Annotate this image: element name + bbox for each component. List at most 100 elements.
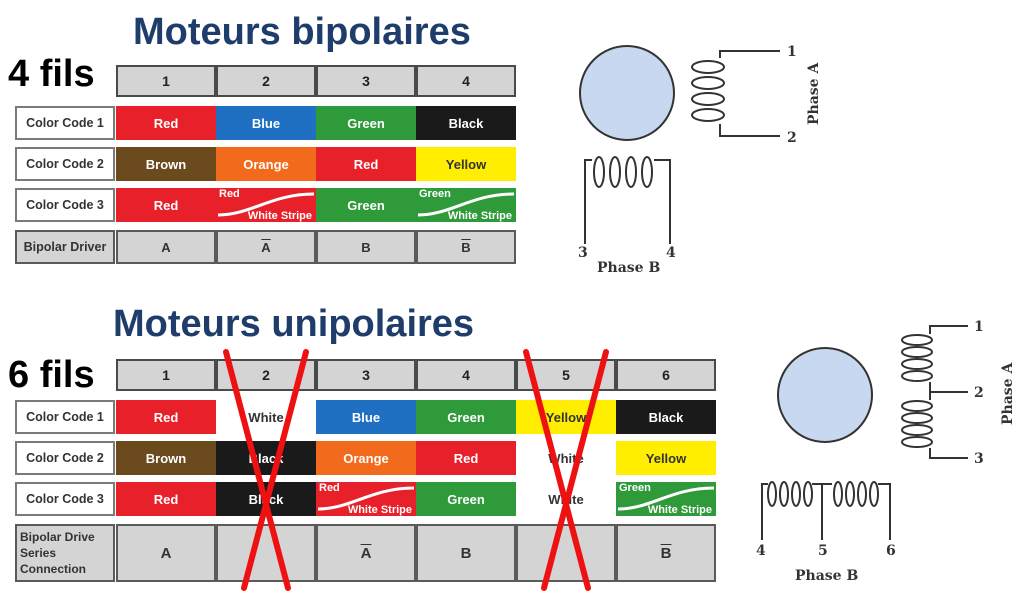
unipolar-color-cell: Green bbox=[416, 482, 516, 516]
unipolar-terminal-6: 6 bbox=[886, 543, 896, 559]
color-name: Black bbox=[648, 409, 684, 425]
bipolar-color-cell: Black bbox=[416, 106, 516, 140]
bipolar-row-label: Color Code 1 bbox=[15, 106, 115, 140]
unipolar-header-3: 3 bbox=[316, 359, 416, 391]
unipolar-header-6: 6 bbox=[616, 359, 716, 391]
unipolar-driver-cell: B bbox=[416, 524, 516, 582]
unipolar-row-label: Color Code 1 bbox=[15, 400, 115, 434]
unipolar-rotor bbox=[777, 347, 873, 443]
unipolar-driver-cell: A bbox=[316, 524, 416, 582]
color-name: Green bbox=[447, 491, 485, 507]
color-name: Blue bbox=[351, 409, 381, 425]
unipolar-row-label: Color Code 3 bbox=[15, 482, 115, 516]
bipolar-driver-cell: A bbox=[116, 230, 216, 264]
unipolar-color-cell: Orange bbox=[316, 441, 416, 475]
stripe-base-color-label: Green bbox=[419, 188, 451, 200]
stripe-label: White Stripe bbox=[447, 210, 512, 222]
white-stripe-icon bbox=[217, 192, 315, 217]
unipolar-phase-a-coil bbox=[901, 325, 968, 459]
bipolar-phase-b-coil bbox=[584, 156, 671, 244]
bipolar-color-cell: Blue bbox=[216, 106, 316, 140]
bipolar-terminal-1: 1 bbox=[787, 44, 797, 60]
color-name: Red bbox=[153, 491, 179, 507]
bipolar-phase-a-label: Phase A bbox=[806, 62, 822, 125]
unipolar-driver-cell bbox=[216, 524, 316, 582]
bipolar-color-cell: Red bbox=[116, 188, 216, 222]
bipolar-wires-label: 4 fils bbox=[8, 53, 95, 95]
unipolar-terminal-1: 1 bbox=[974, 319, 984, 335]
bipolar-driver-cell: A bbox=[216, 230, 316, 264]
color-name: Yellow bbox=[545, 409, 587, 425]
driver-terminal: A bbox=[161, 239, 171, 255]
white-stripe-icon bbox=[617, 486, 715, 511]
bipolar-color-cell: Yellow bbox=[416, 147, 516, 181]
bipolar-driver-label: Bipolar Driver bbox=[15, 230, 115, 264]
bipolar-header-3: 3 bbox=[316, 65, 416, 97]
unipolar-driver-cell: B bbox=[616, 524, 716, 582]
unipolar-terminal-3: 3 bbox=[974, 451, 984, 467]
unipolar-color-cell: Red bbox=[116, 482, 216, 516]
bipolar-header-1: 1 bbox=[116, 65, 216, 97]
color-name: Yellow bbox=[645, 450, 687, 466]
bipolar-phase-b-label: Phase B bbox=[597, 260, 660, 276]
unipolar-driver-cell: A bbox=[116, 524, 216, 582]
bipolar-color-cell: Green bbox=[316, 106, 416, 140]
unipolar-row-label: Color Code 2 bbox=[15, 441, 115, 475]
color-name: Green bbox=[447, 409, 485, 425]
color-name: Red bbox=[453, 450, 479, 466]
bipolar-color-cell: Red bbox=[116, 106, 216, 140]
driver-terminal: B bbox=[460, 544, 472, 562]
red-cross-icon bbox=[523, 349, 609, 591]
unipolar-phase-b-coil bbox=[761, 481, 891, 540]
driver-terminal: B bbox=[361, 239, 371, 255]
unipolar-driver-cell bbox=[516, 524, 616, 582]
stripe-label: White Stripe bbox=[347, 504, 412, 516]
stripe-base-color-label: Red bbox=[319, 482, 340, 494]
stripe-base-color-label: Red bbox=[219, 188, 240, 200]
red-cross-icon bbox=[223, 349, 309, 591]
bipolar-row-label: Color Code 2 bbox=[15, 147, 115, 181]
stripe-label: White Stripe bbox=[647, 504, 712, 516]
color-name: Orange bbox=[243, 156, 289, 172]
driver-terminal: A bbox=[360, 544, 372, 562]
bipolar-terminal-4: 4 bbox=[666, 245, 676, 261]
unipolar-color-cell: Brown bbox=[116, 441, 216, 475]
color-name: Red bbox=[153, 115, 179, 131]
unipolar-color-cell: Red bbox=[116, 400, 216, 434]
driver-terminal: B bbox=[461, 239, 471, 255]
unipolar-phase-b-label: Phase B bbox=[795, 568, 858, 584]
bipolar-color-cell: Orange bbox=[216, 147, 316, 181]
color-name: Red bbox=[353, 156, 379, 172]
unipolar-color-cell: Blue bbox=[316, 400, 416, 434]
color-name: Yellow bbox=[445, 156, 487, 172]
unipolar-color-cell: Yellow bbox=[516, 400, 616, 434]
unipolar-terminal-2: 2 bbox=[974, 385, 984, 401]
bipolar-rotor bbox=[579, 45, 675, 141]
bipolar-driver-cell: B bbox=[316, 230, 416, 264]
unipolar-color-cell: Green bbox=[416, 400, 516, 434]
color-name: Blue bbox=[251, 115, 281, 131]
white-stripe-icon bbox=[317, 486, 415, 511]
stripe-label: White Stripe bbox=[247, 210, 312, 222]
unipolar-phase-a-label: Phase A bbox=[1000, 362, 1016, 425]
bipolar-terminal-3: 3 bbox=[578, 245, 588, 261]
bipolar-color-cell: Green bbox=[316, 188, 416, 222]
stripe-base-color-label: Green bbox=[619, 482, 651, 494]
driver-terminal: A bbox=[261, 239, 271, 255]
bipolar-phase-a-coil bbox=[691, 50, 780, 137]
color-name: Green bbox=[347, 197, 385, 213]
color-name: Red bbox=[153, 409, 179, 425]
bipolar-header-2: 2 bbox=[216, 65, 316, 97]
bipolar-title: Moteurs bipolaires bbox=[133, 11, 471, 53]
color-name: Brown bbox=[145, 156, 187, 172]
unipolar-color-cell: Black bbox=[616, 400, 716, 434]
bipolar-header-4: 4 bbox=[416, 65, 516, 97]
color-name: Green bbox=[347, 115, 385, 131]
